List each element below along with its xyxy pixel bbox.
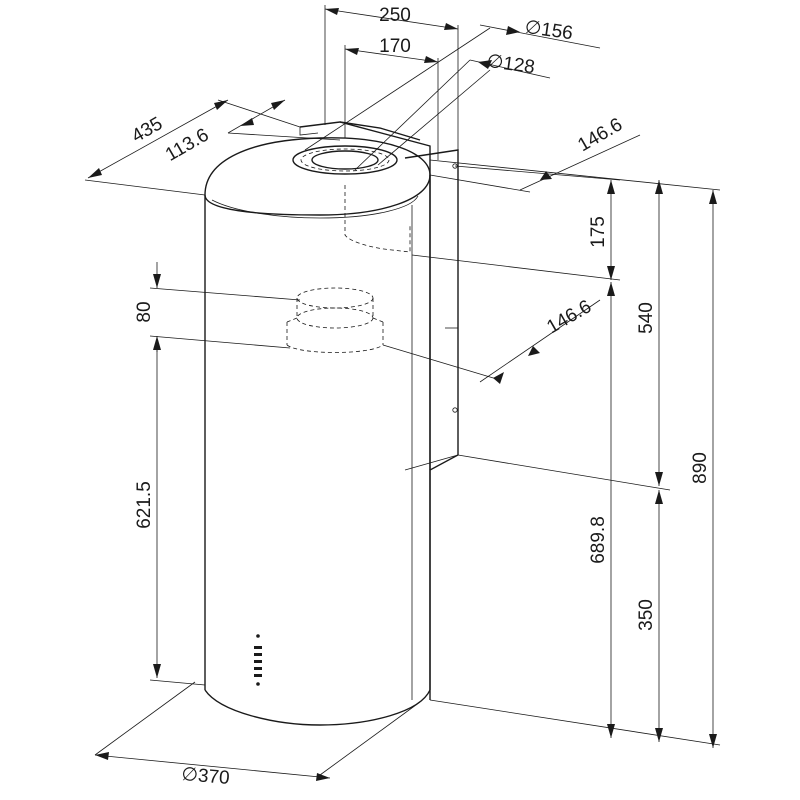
dim-250: 250 xyxy=(324,5,459,150)
dim-depth-overall-label: 435 xyxy=(128,113,166,147)
dim-540: 540 xyxy=(636,180,663,486)
dim-80: 80 xyxy=(134,262,161,352)
dim-outlet-height-label: 621.5 xyxy=(134,481,155,529)
dim-duct-offset-label: 113.6 xyxy=(162,125,212,166)
dim-diameter-128: ∅128 xyxy=(354,51,551,171)
top-plate xyxy=(299,121,431,160)
dim-collar-height-label: 80 xyxy=(134,301,155,322)
dim-top-section-label: 540 xyxy=(636,302,657,334)
dim-175: 540 175 xyxy=(588,180,615,280)
top-duct-collar xyxy=(292,145,411,253)
dim-350: 350 xyxy=(636,490,663,742)
dim-890: 890 xyxy=(690,190,717,748)
dim-outlet-offset-upper-label: 146.6 xyxy=(574,114,626,156)
wall-panel xyxy=(404,149,459,700)
dim-duct-inner-label: ∅128 xyxy=(485,51,536,79)
left-extension-lines xyxy=(149,287,301,686)
dim-689-8: 689.8 xyxy=(588,282,615,738)
dim-total-height-label: 890 xyxy=(690,452,711,484)
dim-113-6: 113.6 xyxy=(162,99,341,166)
dim-146-6-upper: 146.6 xyxy=(429,114,641,193)
dim-146-6-lower: 146.6 xyxy=(382,296,601,384)
dim-chimney-inner-label: 170 xyxy=(379,36,411,57)
dim-canopy-diameter-label: ∅370 xyxy=(181,764,231,789)
dim-chimney-width-label: 250 xyxy=(379,5,411,26)
dim-duct-outer-label: ∅156 xyxy=(523,17,574,45)
dim-outlet-offset-lower-label: 146.6 xyxy=(543,296,595,338)
dim-bottom-section-label: 350 xyxy=(636,599,657,631)
right-extension-lines xyxy=(411,159,721,746)
dim-install-height-label: 689.8 xyxy=(588,516,609,564)
dim-170: 170 xyxy=(344,36,439,160)
cylinder-body xyxy=(204,137,431,726)
dim-diameter-156: ∅156 xyxy=(304,17,601,151)
dim-diameter-370: ∅370 xyxy=(94,681,421,789)
outlet-collar xyxy=(286,287,384,353)
dim-wall-offset-label: 175 xyxy=(588,216,609,248)
control-buttons xyxy=(254,634,262,686)
dim-621-5: 621.5 xyxy=(134,340,161,678)
